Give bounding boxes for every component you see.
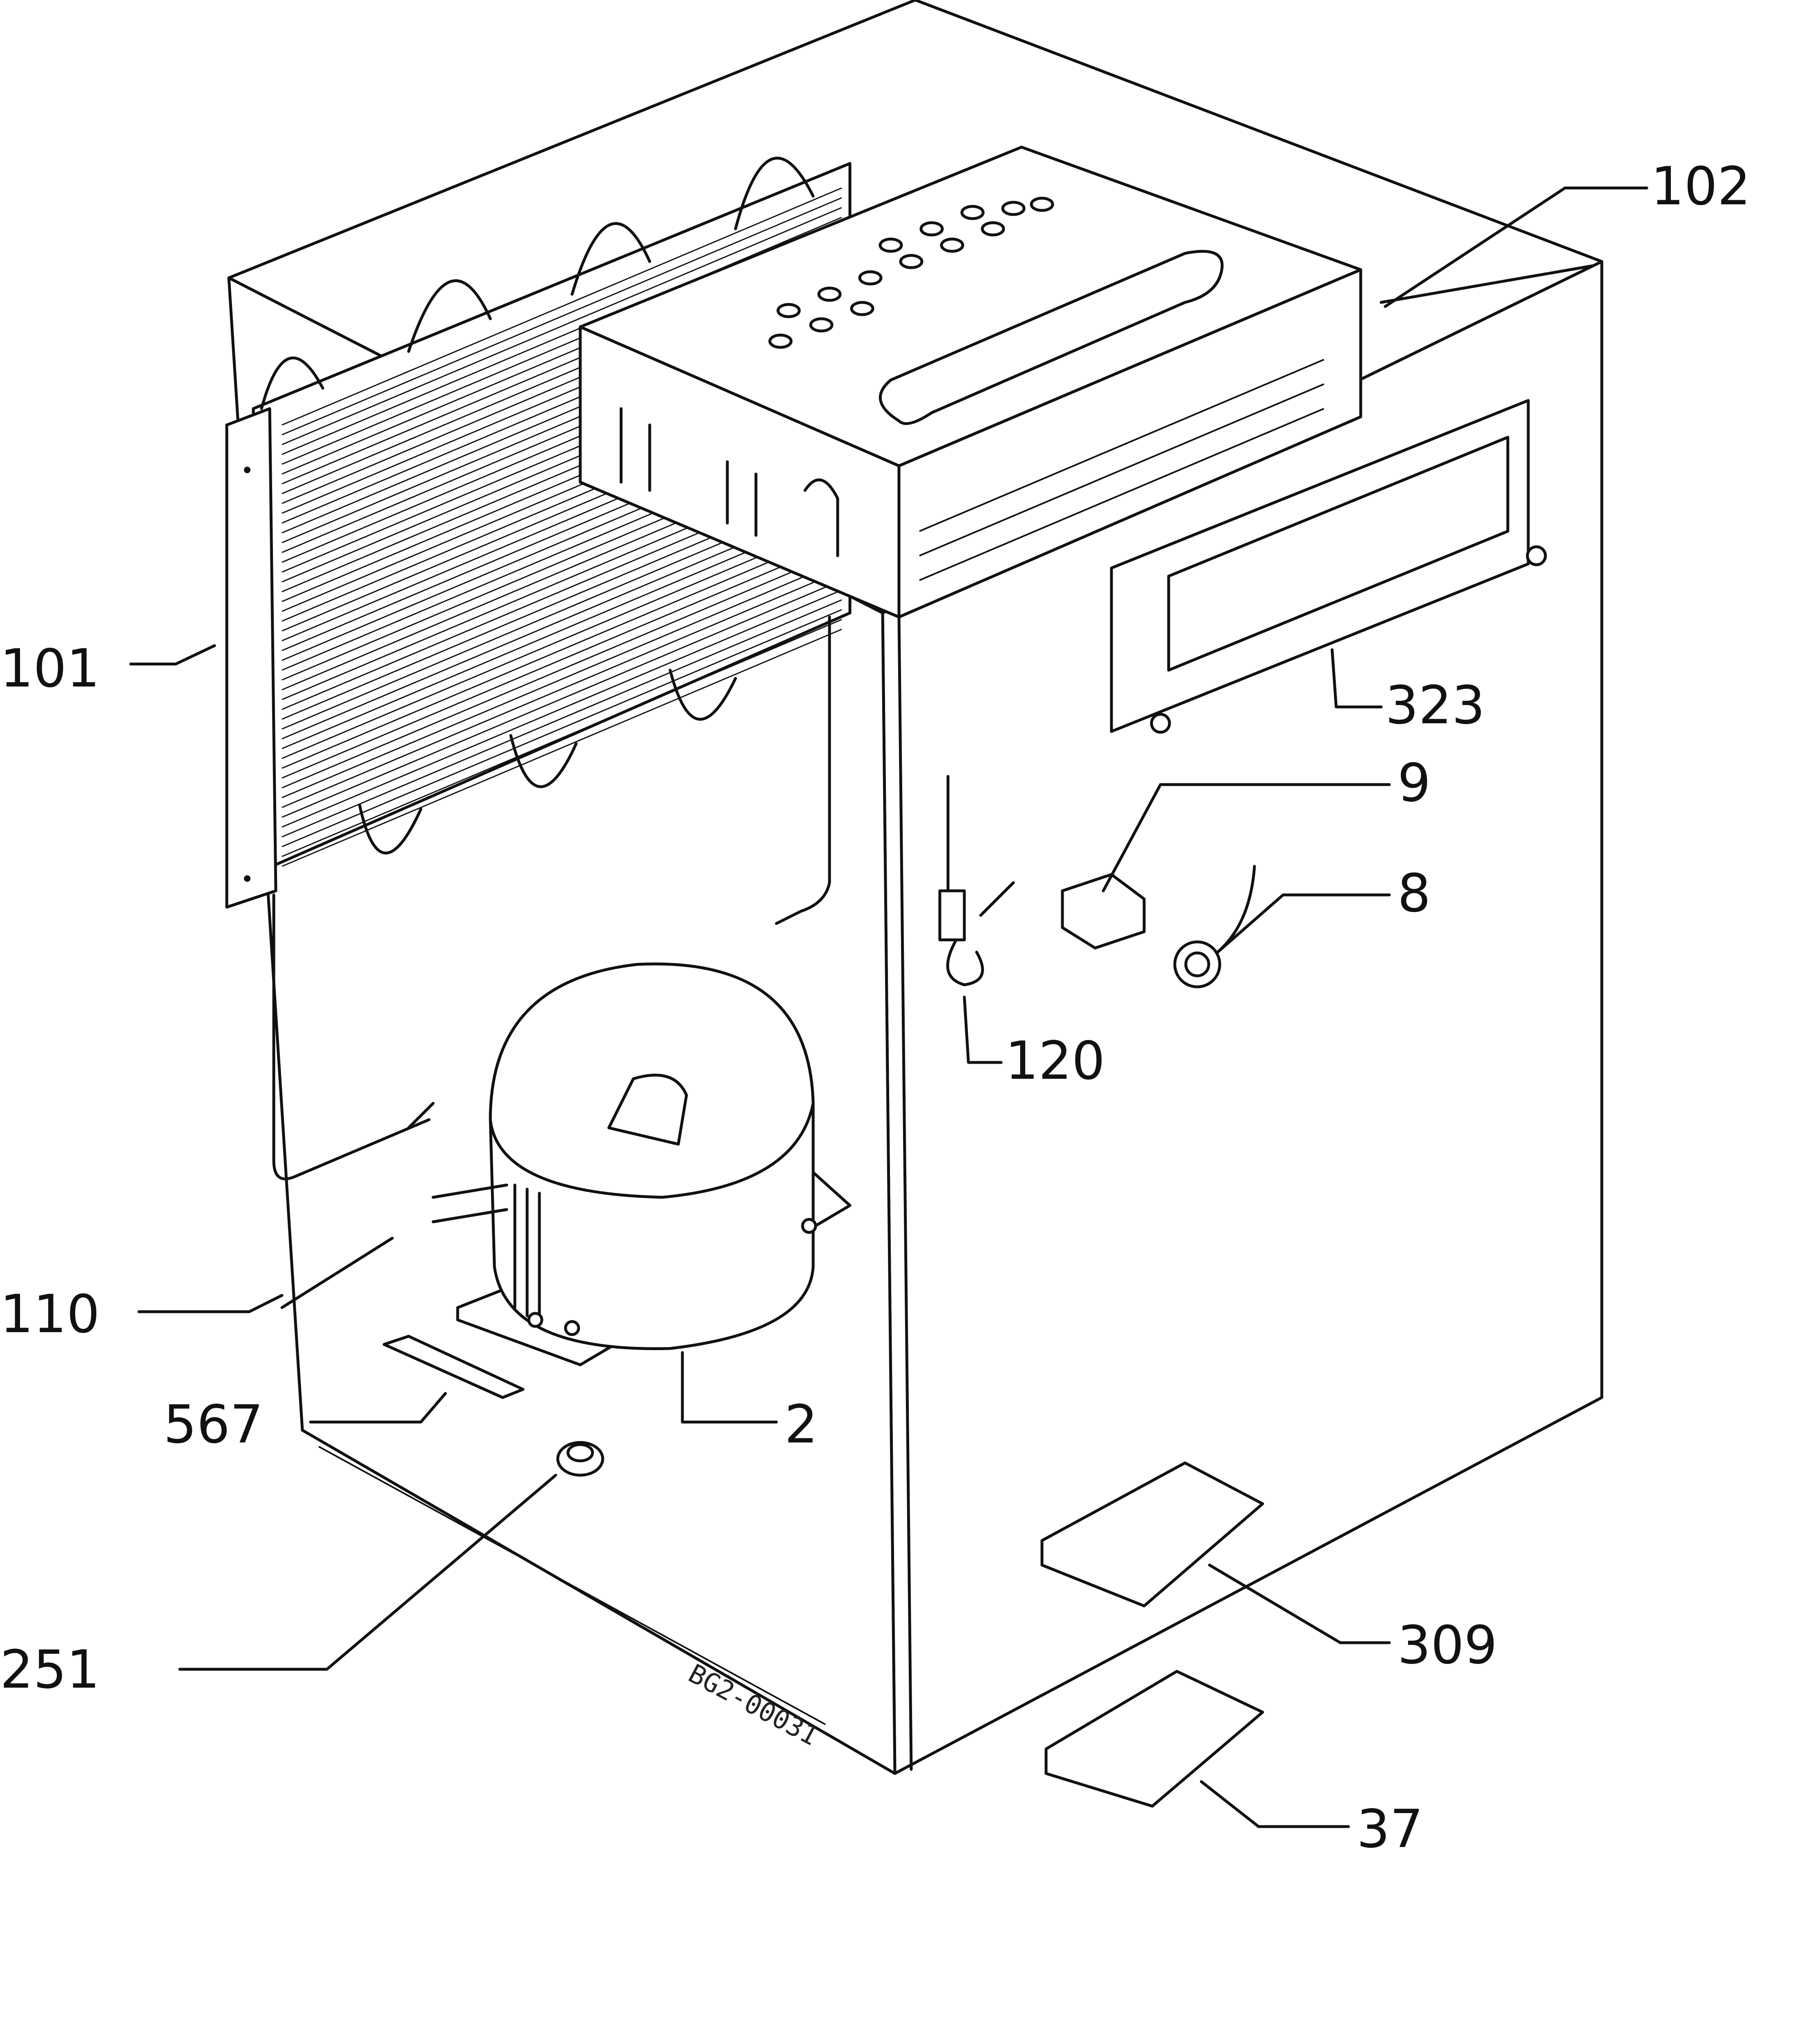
condenser-fin-line <box>282 540 842 779</box>
callout-251: 251 <box>0 1639 100 1700</box>
rubber-grommet <box>556 1441 604 1477</box>
callout-2: 2 <box>785 1394 818 1455</box>
condenser-fin-line <box>282 550 842 789</box>
condenser-fin-line <box>282 628 842 867</box>
mounting-bracket <box>382 1335 525 1399</box>
callout-110: 110 <box>0 1284 100 1345</box>
terminal-board-lower <box>1044 1670 1264 1808</box>
lamp-socket <box>1173 865 1256 988</box>
condenser-fin-line <box>282 521 842 759</box>
evaporator-hole <box>850 301 874 316</box>
callout-102: 102 <box>1651 156 1751 217</box>
evaporator-hole <box>879 237 903 253</box>
condenser-fin-line <box>282 589 842 828</box>
condenser-fin-line <box>282 530 842 769</box>
capillary-tubes <box>280 615 831 1309</box>
condenser-fin-line <box>282 187 842 426</box>
leader-lines <box>129 186 1648 1828</box>
terminal-board-upper <box>1040 1461 1264 1608</box>
evaporator-hole <box>960 205 985 220</box>
door-frame <box>1110 399 1547 734</box>
callout-37: 37 <box>1357 1799 1423 1860</box>
evaporator-hole <box>919 221 944 237</box>
condenser-fin-line <box>282 560 842 798</box>
condenser-fin-line <box>282 197 842 436</box>
condenser-fin-line <box>282 619 842 857</box>
compressor <box>432 962 852 1366</box>
evaporator-hole <box>1030 197 1054 212</box>
condenser-fin-line <box>282 570 842 808</box>
evaporator <box>579 145 1362 619</box>
evaporator-hole <box>981 221 1005 237</box>
condenser-fin-line <box>282 599 842 838</box>
callout-9: 9 <box>1397 753 1431 814</box>
evaporator-hole <box>776 303 801 318</box>
callout-101: 101 <box>0 638 100 699</box>
callout-120: 120 <box>1005 1031 1105 1091</box>
callout-309: 309 <box>1397 1615 1497 1676</box>
callout-567: 567 <box>163 1394 263 1455</box>
evaporator-hole <box>858 270 883 286</box>
condenser-fin-line <box>282 207 842 445</box>
evaporator-hole <box>1001 201 1026 216</box>
evaporator-hole <box>768 333 793 349</box>
evaporator-hole <box>817 286 842 302</box>
callout-323: 323 <box>1385 675 1485 736</box>
callout-8: 8 <box>1397 863 1431 924</box>
thermostat <box>938 775 1015 986</box>
evaporator-hole <box>940 237 964 253</box>
condenser-fin-line <box>282 609 842 848</box>
evaporator-hole <box>809 317 834 333</box>
evaporator-hole <box>899 254 923 269</box>
condenser-fin-line <box>282 579 842 818</box>
